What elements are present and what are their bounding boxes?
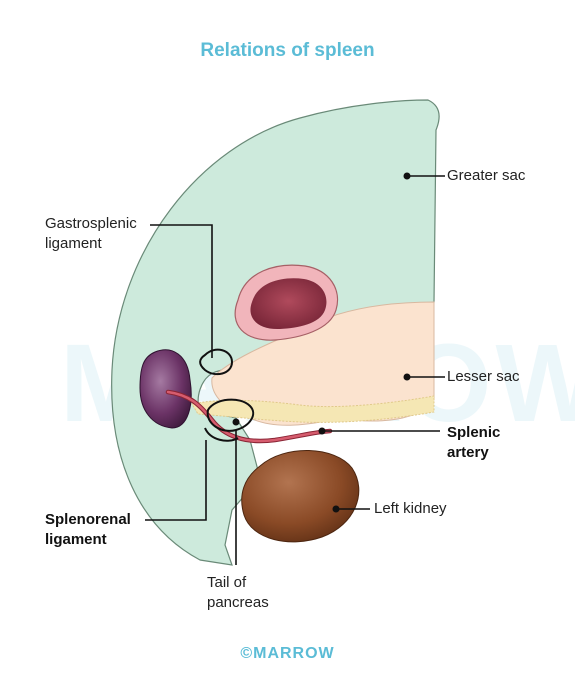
label-splenic-artery-line1: Splenic: [447, 424, 501, 441]
label-splenic-artery-line2: artery: [447, 444, 489, 461]
gastrosplenic-ligament-loop: [199, 348, 234, 376]
lesser-sac-region: [211, 301, 435, 426]
page-title: Relations of spleen: [200, 40, 375, 61]
label-tail-of-pancreas-line2: pancreas: [207, 594, 269, 611]
stomach-inner: [250, 278, 327, 330]
label-gastrosplenic-line1: Gastrosplenic: [45, 215, 137, 232]
label-tail-of-pancreas-line1: Tail of: [207, 574, 247, 591]
leader-dots: [232, 172, 411, 513]
label-left-kidney: Left kidney: [374, 500, 447, 517]
label-splenorenal-line2: ligament: [45, 531, 107, 548]
left-kidney: [241, 450, 360, 543]
label-lesser-sac: Lesser sac: [447, 368, 520, 385]
label-greater-sac: Greater sac: [447, 167, 526, 184]
spleen: [139, 349, 192, 429]
label-gastrosplenic-line2: ligament: [45, 235, 102, 252]
copyright-credit: ©MARROW: [240, 645, 335, 662]
leader-lines: [145, 175, 445, 565]
label-splenorenal-line1: Splenorenal: [45, 511, 131, 528]
splenorenal-ligament-loop: [206, 398, 255, 432]
